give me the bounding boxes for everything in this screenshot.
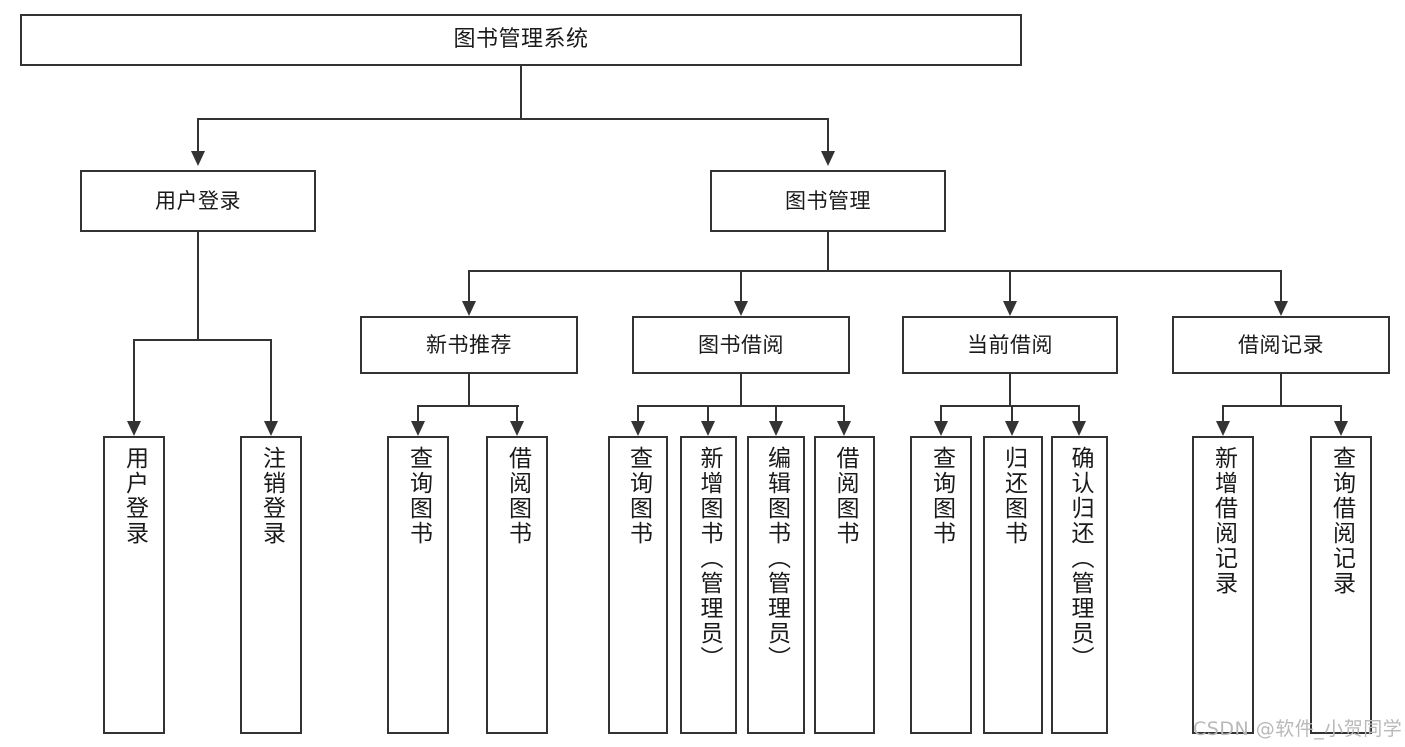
connector-drop-leaf-logout bbox=[270, 339, 272, 421]
node-leaf-add-record[interactable]: 新增借阅记录 bbox=[1192, 436, 1254, 734]
connector-drop-leaf-confirm-return bbox=[1078, 405, 1080, 421]
node-label: 新书推荐 bbox=[426, 332, 512, 357]
connector-book-borrow-stem bbox=[740, 374, 742, 405]
node-current-borrow[interactable]: 当前借阅 bbox=[902, 316, 1118, 374]
arrowhead-leaf-confirm-return bbox=[1072, 421, 1086, 436]
connector-borrow-record-stem bbox=[1280, 374, 1282, 405]
arrowhead-leaf-user-login bbox=[127, 421, 141, 436]
connector-user-login-stem bbox=[197, 232, 199, 339]
connector-drop-leaf-query-book-1 bbox=[417, 405, 419, 421]
connector-drop-book-manage bbox=[827, 118, 829, 151]
node-leaf-query-record[interactable]: 查询借阅记录 bbox=[1310, 436, 1372, 734]
watermark-text: CSDN @软件_小贺同学 bbox=[1193, 718, 1403, 740]
arrowhead-leaf-borrow-book-2 bbox=[837, 421, 851, 436]
node-leaf-borrow-book-1[interactable]: 借阅图书 bbox=[486, 436, 548, 734]
node-label: 图书借阅 bbox=[698, 332, 784, 357]
node-label: 用户登录 bbox=[155, 188, 241, 213]
node-leaf-query-book-2[interactable]: 查询图书 bbox=[608, 436, 668, 734]
connector-drop-new-book-recommend bbox=[468, 270, 470, 301]
connector-drop-leaf-borrow-book-1 bbox=[516, 405, 518, 421]
connector-tier2-bus bbox=[197, 118, 828, 120]
arrowhead-leaf-borrow-book-1 bbox=[510, 421, 524, 436]
connector-root-stem bbox=[520, 66, 522, 118]
node-label: 编辑图书（管理员） bbox=[763, 446, 790, 671]
node-label: 查询图书 bbox=[928, 446, 955, 546]
node-label: 归还图书 bbox=[1000, 446, 1027, 546]
node-label: 借阅图书 bbox=[832, 446, 858, 546]
connector-new-book-recommend-bus bbox=[417, 405, 519, 407]
connector-user-login-bus bbox=[133, 339, 271, 341]
node-label: 新增借阅记录 bbox=[1210, 446, 1237, 596]
node-leaf-borrow-book-2[interactable]: 借阅图书 bbox=[814, 436, 875, 734]
node-leaf-query-book-1[interactable]: 查询图书 bbox=[387, 436, 449, 734]
arrowhead-book-borrow bbox=[734, 301, 748, 316]
node-leaf-user-login[interactable]: 用户登录 bbox=[103, 436, 165, 734]
node-label: 新增图书（管理员） bbox=[696, 446, 722, 671]
connector-drop-user-login bbox=[197, 118, 199, 151]
node-borrow-record[interactable]: 借阅记录 bbox=[1172, 316, 1390, 374]
node-user-login[interactable]: 用户登录 bbox=[80, 170, 316, 232]
connector-book-borrow-bus bbox=[637, 405, 845, 407]
node-label: 查询借阅记录 bbox=[1328, 446, 1355, 596]
node-label: 用户登录 bbox=[121, 446, 148, 546]
node-label: 图书管理系统 bbox=[453, 27, 589, 53]
connector-drop-leaf-query-book-3 bbox=[940, 405, 942, 421]
node-leaf-edit-book[interactable]: 编辑图书（管理员） bbox=[747, 436, 805, 734]
connector-new-book-recommend-stem bbox=[468, 374, 470, 405]
node-leaf-logout[interactable]: 注销登录 bbox=[240, 436, 302, 734]
arrowhead-leaf-query-book-2 bbox=[631, 421, 645, 436]
node-label: 注销登录 bbox=[258, 446, 285, 546]
node-label: 查询图书 bbox=[625, 446, 652, 546]
connector-drop-leaf-add-record bbox=[1222, 405, 1224, 421]
arrowhead-leaf-query-book-3 bbox=[934, 421, 948, 436]
node-label: 借阅图书 bbox=[504, 446, 531, 546]
arrowhead-current-borrow bbox=[1003, 301, 1017, 316]
connector-drop-borrow-record bbox=[1280, 270, 1282, 301]
node-root-system[interactable]: 图书管理系统 bbox=[20, 14, 1022, 66]
node-book-manage[interactable]: 图书管理 bbox=[710, 170, 946, 232]
connector-drop-leaf-return-book bbox=[1011, 405, 1013, 421]
node-label: 查询图书 bbox=[405, 446, 432, 546]
node-leaf-return-book[interactable]: 归还图书 bbox=[983, 436, 1043, 734]
node-label: 借阅记录 bbox=[1238, 332, 1324, 357]
arrowhead-leaf-edit-book bbox=[769, 421, 783, 436]
connector-tier3-bus bbox=[468, 270, 1281, 272]
arrowhead-leaf-logout bbox=[264, 421, 278, 436]
node-leaf-query-book-3[interactable]: 查询图书 bbox=[910, 436, 972, 734]
arrowhead-leaf-query-book-1 bbox=[411, 421, 425, 436]
connector-drop-current-borrow bbox=[1009, 270, 1011, 301]
node-label: 确认归还（管理员） bbox=[1067, 446, 1093, 671]
node-leaf-add-book[interactable]: 新增图书（管理员） bbox=[680, 436, 737, 734]
arrowhead-leaf-query-record bbox=[1334, 421, 1348, 436]
arrowhead-user-login bbox=[191, 151, 205, 166]
connector-current-borrow-bus bbox=[940, 405, 1080, 407]
node-label: 图书管理 bbox=[785, 188, 871, 213]
arrowhead-borrow-record bbox=[1274, 301, 1288, 316]
arrowhead-leaf-add-record bbox=[1216, 421, 1230, 436]
connector-drop-leaf-borrow-book-2 bbox=[843, 405, 845, 421]
connector-drop-leaf-query-book-2 bbox=[637, 405, 639, 421]
connector-drop-leaf-query-record bbox=[1340, 405, 1342, 421]
arrowhead-leaf-return-book bbox=[1005, 421, 1019, 436]
arrowhead-book-manage bbox=[821, 151, 835, 166]
connector-book-manage-stem bbox=[827, 232, 829, 270]
connector-drop-leaf-add-book bbox=[707, 405, 709, 421]
connector-drop-book-borrow bbox=[740, 270, 742, 301]
connector-borrow-record-bus bbox=[1222, 405, 1341, 407]
arrowhead-leaf-add-book bbox=[701, 421, 715, 436]
connector-drop-leaf-user-login bbox=[133, 339, 135, 421]
node-new-book-recommend[interactable]: 新书推荐 bbox=[360, 316, 578, 374]
node-leaf-confirm-return[interactable]: 确认归还（管理员） bbox=[1051, 436, 1108, 734]
connector-current-borrow-stem bbox=[1009, 374, 1011, 405]
node-label: 当前借阅 bbox=[967, 332, 1053, 357]
node-book-borrow[interactable]: 图书借阅 bbox=[632, 316, 850, 374]
connector-drop-leaf-edit-book bbox=[775, 405, 777, 421]
arrowhead-new-book-recommend bbox=[462, 301, 476, 316]
